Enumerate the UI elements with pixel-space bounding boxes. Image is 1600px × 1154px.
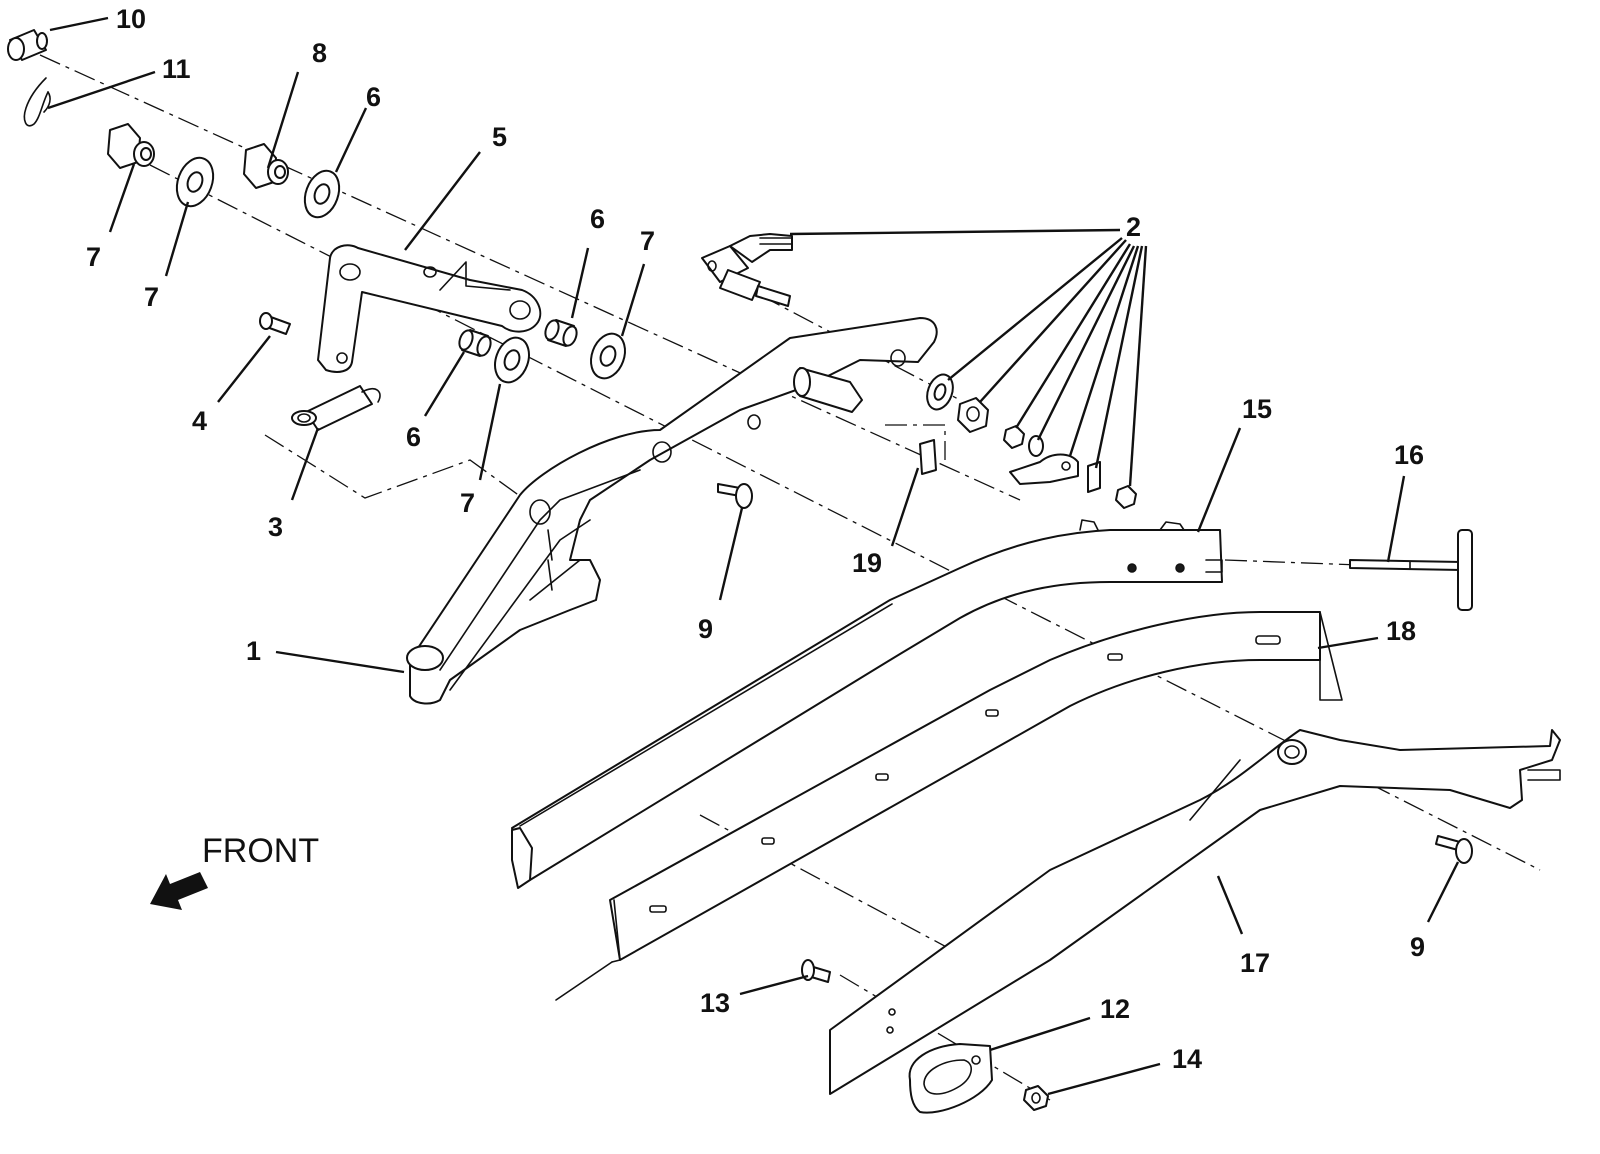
front-direction-indicator: FRONT xyxy=(150,832,319,910)
callout-7-lower: 7 xyxy=(460,488,475,518)
part-spring xyxy=(291,385,381,431)
part-nut xyxy=(1023,1085,1049,1111)
part-channel-rail xyxy=(555,611,1343,1001)
part-bolt-lower xyxy=(1435,835,1473,864)
part-bracket-plate xyxy=(317,244,542,373)
part-small-plate xyxy=(919,439,937,475)
part-cable-small-nut-2 xyxy=(1115,485,1137,509)
callout-10: 10 xyxy=(116,4,146,34)
part-cable-washer xyxy=(926,373,954,411)
callout-12: 12 xyxy=(1100,994,1130,1024)
part-carriage-bolt xyxy=(801,959,831,983)
part-loop-bracket xyxy=(908,1043,993,1114)
callout-13: 13 xyxy=(700,988,730,1018)
part-t-handle-pin xyxy=(1349,529,1473,611)
part-washer-1 xyxy=(175,156,215,208)
part-bolt-upper xyxy=(717,483,753,509)
callout-14: 14 xyxy=(1172,1044,1202,1074)
part-cable-plate xyxy=(1087,461,1101,493)
front-arrow-icon xyxy=(150,872,208,910)
callout-9-upper: 9 xyxy=(698,614,713,644)
part-clevis-pin xyxy=(7,29,48,61)
part-washer-3 xyxy=(494,336,530,384)
part-washer-4 xyxy=(590,332,626,380)
callout-4: 4 xyxy=(192,406,207,436)
callout-8-top: 8 xyxy=(312,38,327,68)
part-cable-assembly xyxy=(701,233,793,307)
callout-9-lower: 9 xyxy=(1410,932,1425,962)
callout-15: 15 xyxy=(1242,394,1272,424)
part-cable-small-washer xyxy=(1028,435,1044,457)
callout-11: 11 xyxy=(162,54,191,84)
part-flange-bushing-left xyxy=(107,123,155,169)
part-cable-clamp xyxy=(1009,453,1079,485)
callout-7-left: 7 xyxy=(144,282,159,312)
callout-2: 2 xyxy=(1126,212,1141,242)
center-lines xyxy=(39,54,1541,1101)
part-small-pin xyxy=(259,312,291,335)
part-spacer-2 xyxy=(544,319,578,347)
leader-lines xyxy=(47,16,1460,1096)
callout-16: 16 xyxy=(1394,440,1424,470)
callout-7-right: 7 xyxy=(640,226,655,256)
callout-8-left: 7 xyxy=(86,242,101,272)
callout-7-top: 6 xyxy=(366,82,381,112)
part-flange-bushing-right xyxy=(243,143,289,189)
part-spacer-1 xyxy=(458,329,492,357)
callout-labels: 10 11 8 6 5 7 7 6 7 4 6 7 3 1 9 2 19 15 … xyxy=(86,4,1425,1074)
part-frame-rail-upper xyxy=(511,519,1223,889)
part-lever-arm xyxy=(406,317,938,705)
callout-6-lower: 6 xyxy=(406,422,421,452)
callout-3: 3 xyxy=(268,512,283,542)
callout-18: 18 xyxy=(1386,616,1416,646)
part-lower-rail xyxy=(829,729,1561,1095)
callout-6-upper: 6 xyxy=(590,204,605,234)
front-label: FRONT xyxy=(202,832,319,870)
part-cable-nut xyxy=(957,397,989,433)
callout-1: 1 xyxy=(246,636,261,666)
callout-19: 19 xyxy=(852,548,882,578)
part-cable-small-nut-1 xyxy=(1003,425,1025,449)
callout-17: 17 xyxy=(1240,948,1270,978)
callout-5: 5 xyxy=(492,122,507,152)
part-hairpin-clip xyxy=(23,77,51,127)
part-washer-2 xyxy=(303,169,341,219)
